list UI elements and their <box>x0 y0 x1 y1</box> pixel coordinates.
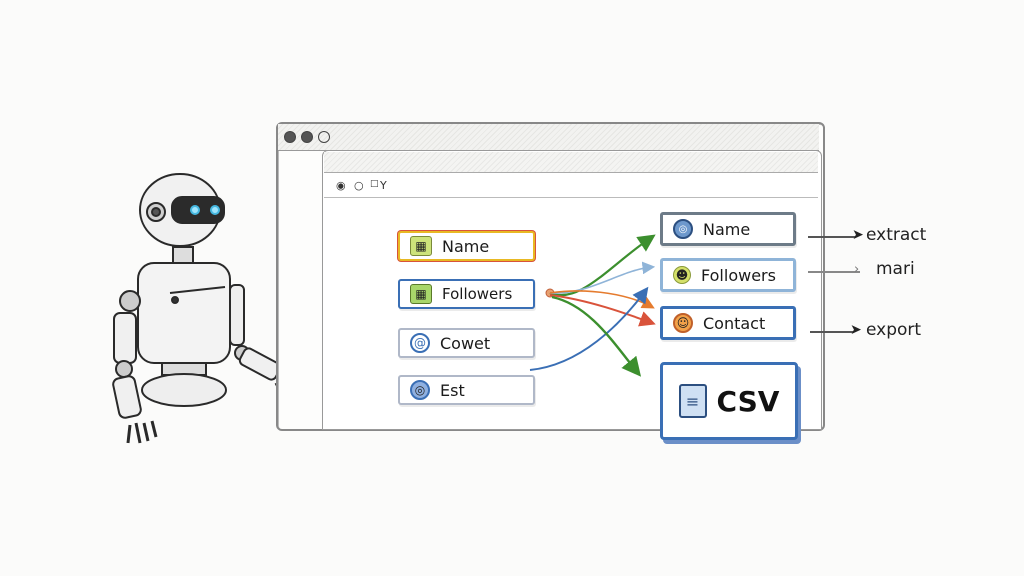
contact-icon: ☺ <box>673 313 693 333</box>
annotation-export: export <box>866 320 922 340</box>
source-field-label: Est <box>440 380 465 400</box>
cursor-icon[interactable]: Y <box>380 179 387 192</box>
target-field-label: Name <box>703 219 751 239</box>
people-icon: ☻ <box>673 266 691 284</box>
export-arrow <box>810 331 854 333</box>
arrow-head-icon: ➤ <box>850 322 862 338</box>
csv-export-box[interactable]: ≡ CSV <box>660 362 798 440</box>
extract-arrow <box>808 236 856 238</box>
arrow-head-icon: ➤ <box>852 227 864 243</box>
source-field-name[interactable]: ▦ Name <box>398 231 535 261</box>
source-field-label: Cowet <box>440 333 491 353</box>
target-field-followers[interactable]: ☻ Followers <box>660 258 796 292</box>
globe-icon: ◎ <box>673 219 693 239</box>
source-field-label: Name <box>442 236 490 256</box>
window-maximize-dot[interactable] <box>318 131 330 143</box>
annotation-extract: extract <box>866 225 927 245</box>
globe-icon: ◎ <box>410 380 430 400</box>
robot-illustration <box>112 173 295 444</box>
table-icon: ▦ <box>410 236 432 256</box>
refresh-icon[interactable]: ○ <box>354 179 364 192</box>
annotation-mari: mari <box>876 259 915 279</box>
target-field-contact[interactable]: ☺ Contact <box>660 306 796 340</box>
at-icon: @ <box>410 333 430 353</box>
browser-title-bar <box>278 124 819 151</box>
browser-tab-bar <box>324 152 818 173</box>
page-icon[interactable]: □ <box>370 179 379 189</box>
window-close-dot[interactable] <box>284 131 296 143</box>
source-field-cowet[interactable]: @ Cowet <box>398 328 535 358</box>
source-field-est[interactable]: ◎ Est <box>398 375 535 405</box>
target-field-label: Contact <box>703 313 766 333</box>
back-icon[interactable]: ◉ <box>336 179 346 192</box>
source-field-followers[interactable]: ▦ Followers <box>398 279 535 309</box>
mari-arrow <box>808 271 860 273</box>
target-field-name[interactable]: ◎ Name <box>660 212 796 246</box>
document-icon: ≡ <box>678 384 707 418</box>
target-field-label: Followers <box>701 265 776 285</box>
csv-label: CSV <box>716 384 780 418</box>
window-minimize-dot[interactable] <box>301 131 313 143</box>
browser-toolbar <box>324 173 818 198</box>
arrow-head-icon: › <box>854 262 860 277</box>
table-icon: ▦ <box>410 284 432 304</box>
source-field-label: Followers <box>442 285 513 303</box>
mapping-arrows <box>529 234 656 377</box>
